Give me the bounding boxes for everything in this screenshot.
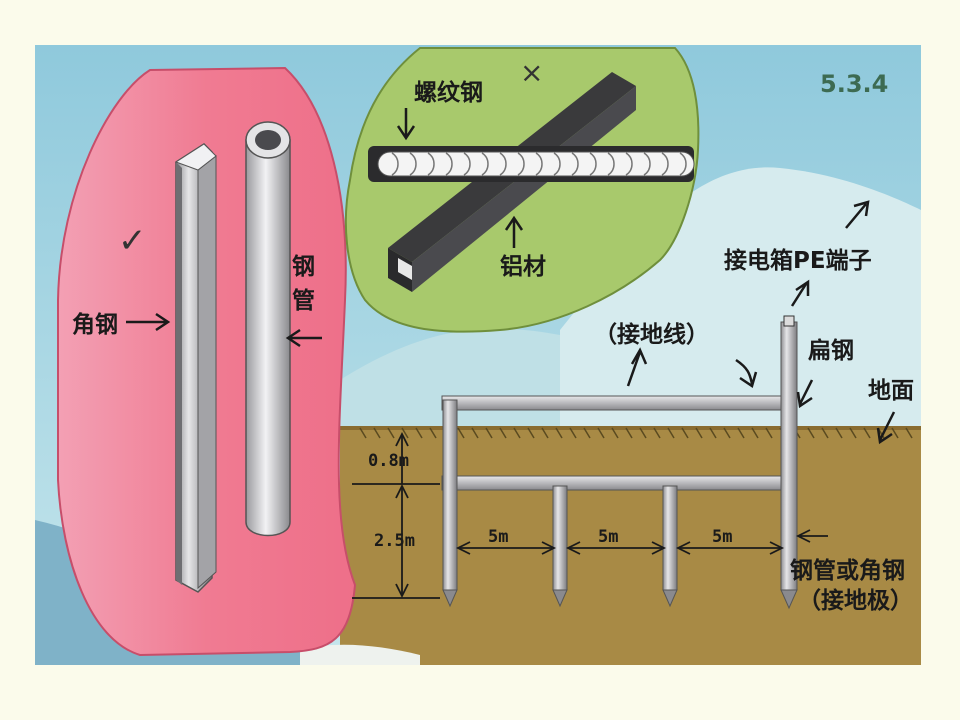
grass-tick: [751, 427, 759, 439]
grass-tick: [471, 427, 479, 439]
rebar-rib: [445, 152, 453, 176]
steel-pipe-label-2: 管: [292, 287, 315, 314]
rebar-rib: [589, 152, 597, 176]
grass-tick: [597, 427, 605, 439]
rebar-rib: [661, 152, 669, 176]
grass-tick: [863, 427, 871, 439]
grass-tick: [583, 427, 591, 439]
steel-pipe-drawing: [245, 121, 291, 537]
grass-tick: [359, 427, 367, 439]
grass-tick: [667, 427, 675, 439]
rebar-rib: [391, 152, 399, 176]
ground-surface-label: 地面: [868, 378, 914, 404]
grass-tick: [513, 427, 521, 439]
grass-tick: [541, 427, 549, 439]
spacing-1-label: 5m: [488, 527, 508, 547]
aluminum-label: 铝材: [500, 254, 546, 280]
electrode-label-line2: （接地极）: [798, 587, 913, 614]
angle-steel-arrow: [126, 312, 171, 332]
steel-pipe-label-1: 钢: [292, 254, 315, 280]
grass-tick: [891, 427, 899, 439]
grass-tick: [653, 427, 661, 439]
grass-tick: [429, 427, 437, 439]
grass-tick: [499, 427, 507, 439]
grounding-structure: [441, 315, 798, 610]
sky-arrow: [845, 200, 870, 229]
rebar-rib: [481, 152, 489, 176]
grass-tick: [807, 427, 815, 439]
electrode-label-line1: 钢管或角钢: [790, 557, 905, 584]
check-mark: ✓: [118, 221, 147, 261]
grass-tick: [457, 427, 465, 439]
rebar-rib: [625, 152, 633, 176]
pe-terminal-label: 接电箱PE端子: [724, 247, 872, 274]
angle-steel-label: 角钢: [72, 311, 118, 338]
rebar-rib: [499, 152, 507, 176]
grass-tick: [387, 427, 395, 439]
spacing-dimensions: [455, 529, 828, 555]
spacing-2-label: 5m: [598, 527, 618, 547]
grass-tick: [485, 427, 493, 439]
rebar-rib: [643, 152, 651, 176]
soil: [340, 428, 921, 665]
rebar-drawing: [368, 146, 695, 182]
grass-marks: [359, 427, 913, 439]
steel-pipe-arrow: [285, 328, 322, 348]
rebar-label: 螺纹钢: [414, 79, 483, 106]
rebar-rib: [517, 152, 525, 176]
ground-surface-arrow: [876, 411, 896, 445]
soil-top-line: [340, 426, 921, 430]
grass-tick: [639, 427, 647, 439]
cross-mark: ×: [520, 56, 543, 89]
grass-tick: [821, 427, 829, 439]
grass-tick: [401, 427, 409, 439]
depth-rod-label: 2.5m: [374, 531, 415, 551]
grass-tick: [709, 427, 717, 439]
ground-wire-arrow-1: [626, 347, 648, 387]
angle-steel-drawing: [174, 143, 217, 593]
grass-tick: [695, 427, 703, 439]
grass-tick: [415, 427, 423, 439]
grass-tick: [737, 427, 745, 439]
grass-tick: [849, 427, 857, 439]
ground-wire-arrow-2: [735, 358, 758, 388]
grass-tick: [555, 427, 563, 439]
grass-tick: [723, 427, 731, 439]
rebar-rib: [535, 152, 543, 176]
rebar-rib: [607, 152, 615, 176]
pe-terminal-arrow: [790, 279, 810, 307]
grass-tick: [527, 427, 535, 439]
flat-steel-label: 扁钢: [808, 338, 854, 364]
rebar-rib: [571, 152, 579, 176]
grass-tick: [373, 427, 381, 439]
depth-dimensions: [352, 431, 440, 599]
grass-tick: [681, 427, 689, 439]
grass-tick: [569, 427, 577, 439]
rebar-rib: [463, 152, 471, 176]
grass-tick: [625, 427, 633, 439]
grass-tick: [611, 427, 619, 439]
rebar-rib: [409, 152, 417, 176]
grass-tick: [835, 427, 843, 439]
rebar-rib: [679, 152, 687, 176]
grass-tick: [905, 427, 913, 439]
ground-wire-label: （接地线）: [594, 321, 709, 348]
rebar-rib: [427, 152, 435, 176]
depth-top-label: 0.8m: [368, 451, 409, 471]
grass-tick: [765, 427, 773, 439]
aluminum-arrow: [504, 215, 524, 248]
figure-number: 5.3.4: [820, 70, 888, 98]
rebar-rib: [553, 152, 561, 176]
rebar-arrow: [396, 108, 416, 141]
flat-steel-arrow: [796, 379, 814, 409]
spacing-3-label: 5m: [712, 527, 732, 547]
